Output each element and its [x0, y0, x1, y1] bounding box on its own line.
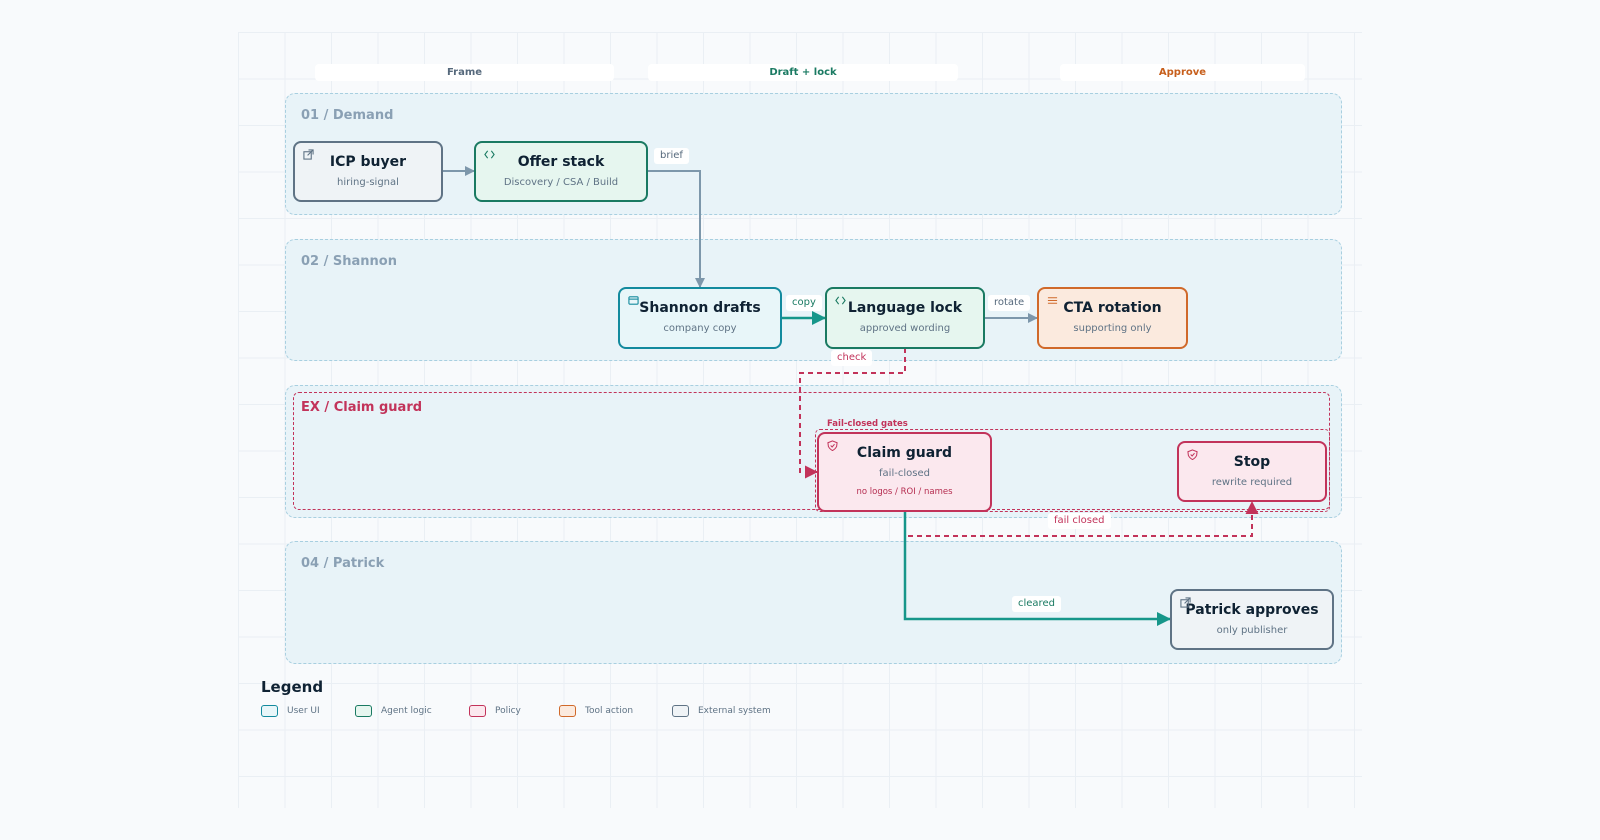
node-cta-rotation-subtitle: supporting only	[1073, 323, 1152, 334]
edge-brief	[648, 170, 705, 288]
legend-label-policy: Policy	[495, 706, 521, 716]
node-claim-guard-subtitle: fail-closed	[879, 468, 930, 479]
edge-label-rotate: rotate	[988, 295, 1031, 311]
legend-label-tool-action: Tool action	[585, 706, 634, 716]
node-language-lock[interactable]: Language lock approved wording	[825, 287, 985, 349]
node-shannon-drafts-title: Shannon drafts	[639, 300, 761, 316]
legend-label-agent-logic: Agent logic	[381, 706, 432, 716]
external-link-icon	[303, 149, 314, 160]
legend-label-external-system: External system	[698, 706, 771, 716]
node-stop[interactable]: Stop rewrite required	[1177, 441, 1327, 502]
code-icon	[484, 150, 495, 159]
legend-swatch-external-system	[672, 705, 689, 717]
edge-label-fail-closed: fail closed	[1048, 513, 1111, 529]
node-patrick-approves-title: Patrick approves	[1185, 602, 1319, 618]
node-offer-stack[interactable]: Offer stack Discovery / CSA / Build	[474, 141, 648, 202]
edge-label-check: check	[831, 350, 873, 366]
column-header-draft-lock: Draft + lock	[648, 64, 958, 81]
external-link-icon	[1180, 597, 1191, 608]
node-cta-rotation-title: CTA rotation	[1063, 300, 1162, 316]
legend-label-user-ui: User UI	[287, 706, 320, 716]
edge-label-brief: brief	[654, 148, 689, 164]
edge-cleared	[903, 512, 1171, 626]
lane-title-claim-guard: EX / Claim guard	[301, 400, 423, 415]
node-patrick-approves[interactable]: Patrick approves only publisher	[1170, 589, 1334, 650]
node-offer-stack-title: Offer stack	[517, 154, 605, 170]
node-cta-rotation[interactable]: CTA rotation supporting only	[1037, 287, 1188, 349]
fail-closed-gates-label: Fail-closed gates	[826, 419, 909, 429]
node-stop-subtitle: rewrite required	[1211, 477, 1293, 488]
lane-demand: 01 / Demand	[285, 93, 1342, 215]
code-icon	[835, 296, 846, 305]
node-language-lock-title: Language lock	[847, 300, 963, 316]
shield-icon	[1187, 449, 1198, 460]
lane-claim-guard: EX / Claim guard	[285, 385, 1342, 518]
legend-title: Legend	[261, 678, 324, 696]
column-header-approve: Approve	[1060, 64, 1305, 81]
legend-swatch-user-ui	[261, 705, 278, 717]
node-claim-guard[interactable]: Claim guard fail-closed no logos / ROI /…	[817, 432, 992, 512]
lane-title-demand: 01 / Demand	[301, 108, 394, 123]
column-header-frame: Frame	[315, 64, 614, 81]
edge-label-copy: copy	[786, 295, 822, 311]
edge-check	[799, 348, 906, 479]
node-stop-title: Stop	[1233, 454, 1271, 470]
lane-title-shannon: 02 / Shannon	[301, 254, 397, 269]
node-claim-guard-note: no logos / ROI / names	[856, 487, 953, 497]
window-icon	[628, 296, 639, 305]
node-language-lock-subtitle: approved wording	[859, 323, 951, 334]
legend-swatch-tool-action	[559, 705, 576, 717]
node-claim-guard-title: Claim guard	[856, 445, 953, 461]
legend-swatch-agent-logic	[355, 705, 372, 717]
lane-patrick: 04 / Patrick	[285, 541, 1342, 664]
node-icp-buyer-title: ICP buyer	[329, 154, 407, 170]
node-icp-buyer[interactable]: ICP buyer hiring-signal	[293, 141, 443, 202]
shield-icon	[827, 440, 838, 451]
node-patrick-approves-subtitle: only publisher	[1216, 625, 1288, 636]
edge-label-cleared: cleared	[1012, 596, 1061, 612]
node-icp-buyer-subtitle: hiring-signal	[337, 177, 399, 188]
node-offer-stack-subtitle: Discovery / CSA / Build	[503, 177, 619, 188]
node-shannon-drafts-subtitle: company copy	[663, 323, 737, 334]
list-icon	[1047, 297, 1058, 304]
legend-swatch-policy	[469, 705, 486, 717]
lane-title-patrick: 04 / Patrick	[301, 556, 385, 571]
node-shannon-drafts[interactable]: Shannon drafts company copy	[618, 287, 782, 349]
